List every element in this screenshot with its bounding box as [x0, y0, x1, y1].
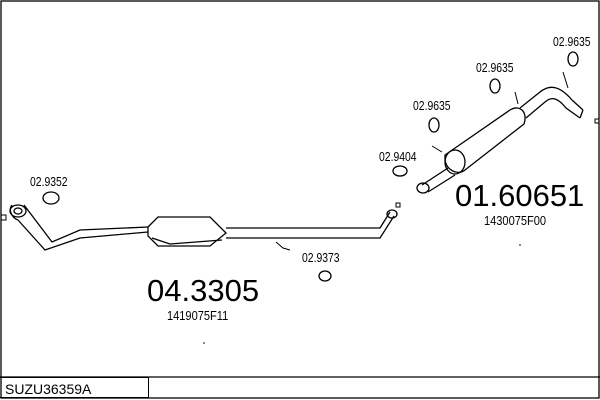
oem-number: 1419075F11 — [167, 308, 229, 323]
part-number[interactable]: 01.60651 — [455, 178, 585, 213]
accessory-label[interactable]: 02.9635 — [413, 98, 451, 113]
hanger-icon — [567, 51, 579, 67]
gasket-02-9404-icon — [392, 165, 408, 177]
accessory-label[interactable]: 02.9635 — [476, 60, 514, 75]
accessory-label[interactable]: 02.9373 — [302, 250, 340, 265]
accessory-drawings — [42, 51, 579, 282]
accessory-label[interactable]: 02.9404 — [379, 149, 417, 164]
hanger-icon — [428, 117, 440, 133]
diagram-code: SUZU36359A — [0, 377, 149, 398]
gasket-02-9352-icon — [42, 191, 60, 205]
gasket-02-9373-icon — [318, 270, 332, 282]
accessory-label[interactable]: 02.9352 — [30, 174, 68, 189]
catalytic-converter-drawing[interactable] — [0, 202, 401, 251]
part-number[interactable]: 04.3305 — [147, 273, 260, 308]
oem-number: 1430075F00 — [484, 213, 547, 228]
rear-silencer-drawing[interactable] — [416, 71, 600, 194]
hanger-icon — [489, 78, 501, 94]
accessory-label[interactable]: 02.9635 — [553, 34, 591, 49]
